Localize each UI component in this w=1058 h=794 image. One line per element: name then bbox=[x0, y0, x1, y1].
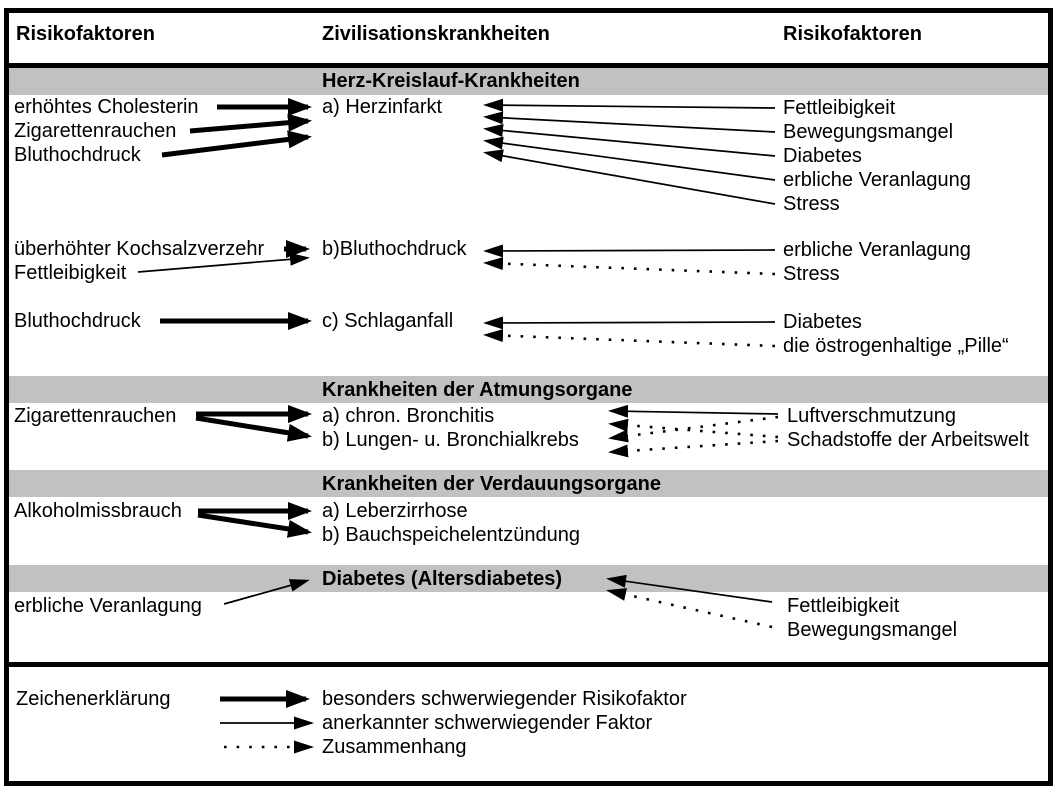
factor-erhoehtes-cholesterin: erhöhtes Cholesterin bbox=[14, 96, 199, 118]
diagram-frame bbox=[4, 8, 1053, 786]
section-band-atmung bbox=[9, 376, 1048, 403]
section-title-atmung: Krankheiten der Atmungsorgane bbox=[322, 379, 633, 401]
factor-stress-herzinfarkt: Stress bbox=[783, 193, 840, 215]
legend-separator-line bbox=[4, 662, 1053, 667]
factor-fettleibigkeit-diabetes: Fettleibigkeit bbox=[787, 595, 900, 617]
factor-oestrogen-pille: die östrogenhaltige „Pille“ bbox=[783, 335, 1009, 357]
factor-fettleibigkeit-bluthochdruck: Fettleibigkeit bbox=[14, 262, 127, 284]
factor-kochsalzverzehr: überhöhter Kochsalzverzehr bbox=[14, 238, 265, 260]
factor-diabetes-schlaganfall: Diabetes bbox=[783, 311, 862, 333]
factor-erbliche-veranlagung-bluthochdruck: erbliche Veranlagung bbox=[783, 239, 971, 261]
factor-fettleibigkeit-herzinfarkt: Fettleibigkeit bbox=[783, 97, 896, 119]
disease-schlaganfall: c) Schlaganfall bbox=[322, 310, 454, 332]
factor-luftverschmutzung: Luftverschmutzung bbox=[787, 405, 956, 427]
disease-lungen-bronchialkrebs: b) Lungen- u. Bronchialkrebs bbox=[322, 429, 579, 451]
factor-schadstoffe-arbeitswelt: Schadstoffe der Arbeitswelt bbox=[787, 429, 1029, 451]
factor-bewegungsmangel-diabetes: Bewegungsmangel bbox=[787, 619, 958, 641]
column-header-diseases: Zivilisationskrankheiten bbox=[322, 23, 550, 45]
section-title-verdauung: Krankheiten der Verdauungsorgane bbox=[322, 473, 661, 495]
disease-herzinfarkt: a) Herzinfarkt bbox=[322, 96, 443, 118]
legend-item-association: Zusammenhang bbox=[322, 736, 467, 758]
factor-bewegungsmangel-herzinfarkt: Bewegungsmangel bbox=[783, 121, 954, 143]
factor-erbliche-veranlagung-herzinfarkt: erbliche Veranlagung bbox=[783, 169, 971, 191]
section-band-diabetes bbox=[9, 565, 1048, 592]
section-band-verdauung bbox=[9, 470, 1048, 497]
disease-bauchspeichelentzuendung: b) Bauchspeichelentzündung bbox=[322, 524, 580, 546]
legend-item-recognized-factor: anerkannter schwerwiegender Faktor bbox=[322, 712, 653, 734]
factor-diabetes-herzinfarkt: Diabetes bbox=[783, 145, 862, 167]
legend-label: Zeichenerklärung bbox=[16, 688, 171, 710]
column-header-risk-right: Risikofaktoren bbox=[783, 23, 922, 45]
header-separator-line bbox=[4, 63, 1053, 68]
factor-bluthochdruck-schlaganfall: Bluthochdruck bbox=[14, 310, 141, 332]
factor-zigarettenrauchen-atmung: Zigarettenrauchen bbox=[14, 405, 177, 427]
factor-stress-bluthochdruck: Stress bbox=[783, 263, 840, 285]
factor-alkoholmissbrauch: Alkoholmissbrauch bbox=[14, 500, 182, 522]
section-title-cardio: Herz-Kreislauf-Krankheiten bbox=[322, 70, 580, 92]
section-band-cardio bbox=[9, 68, 1048, 95]
section-title-diabetes: Diabetes (Altersdiabetes) bbox=[322, 568, 563, 590]
factor-zigarettenrauchen-cardio: Zigarettenrauchen bbox=[14, 120, 177, 142]
column-header-risk-left: Risikofaktoren bbox=[16, 23, 155, 45]
legend-item-strong-risk: besonders schwerwiegender Risikofaktor bbox=[322, 688, 687, 710]
disease-bluthochdruck: b)Bluthochdruck bbox=[322, 238, 467, 260]
factor-erbliche-veranlagung-diabetes: erbliche Veranlagung bbox=[14, 595, 202, 617]
disease-leberzirrhose: a) Leberzirrhose bbox=[322, 500, 468, 522]
disease-chron-bronchitis: a) chron. Bronchitis bbox=[322, 405, 495, 427]
factor-bluthochdruck-cardio: Bluthochdruck bbox=[14, 144, 141, 166]
